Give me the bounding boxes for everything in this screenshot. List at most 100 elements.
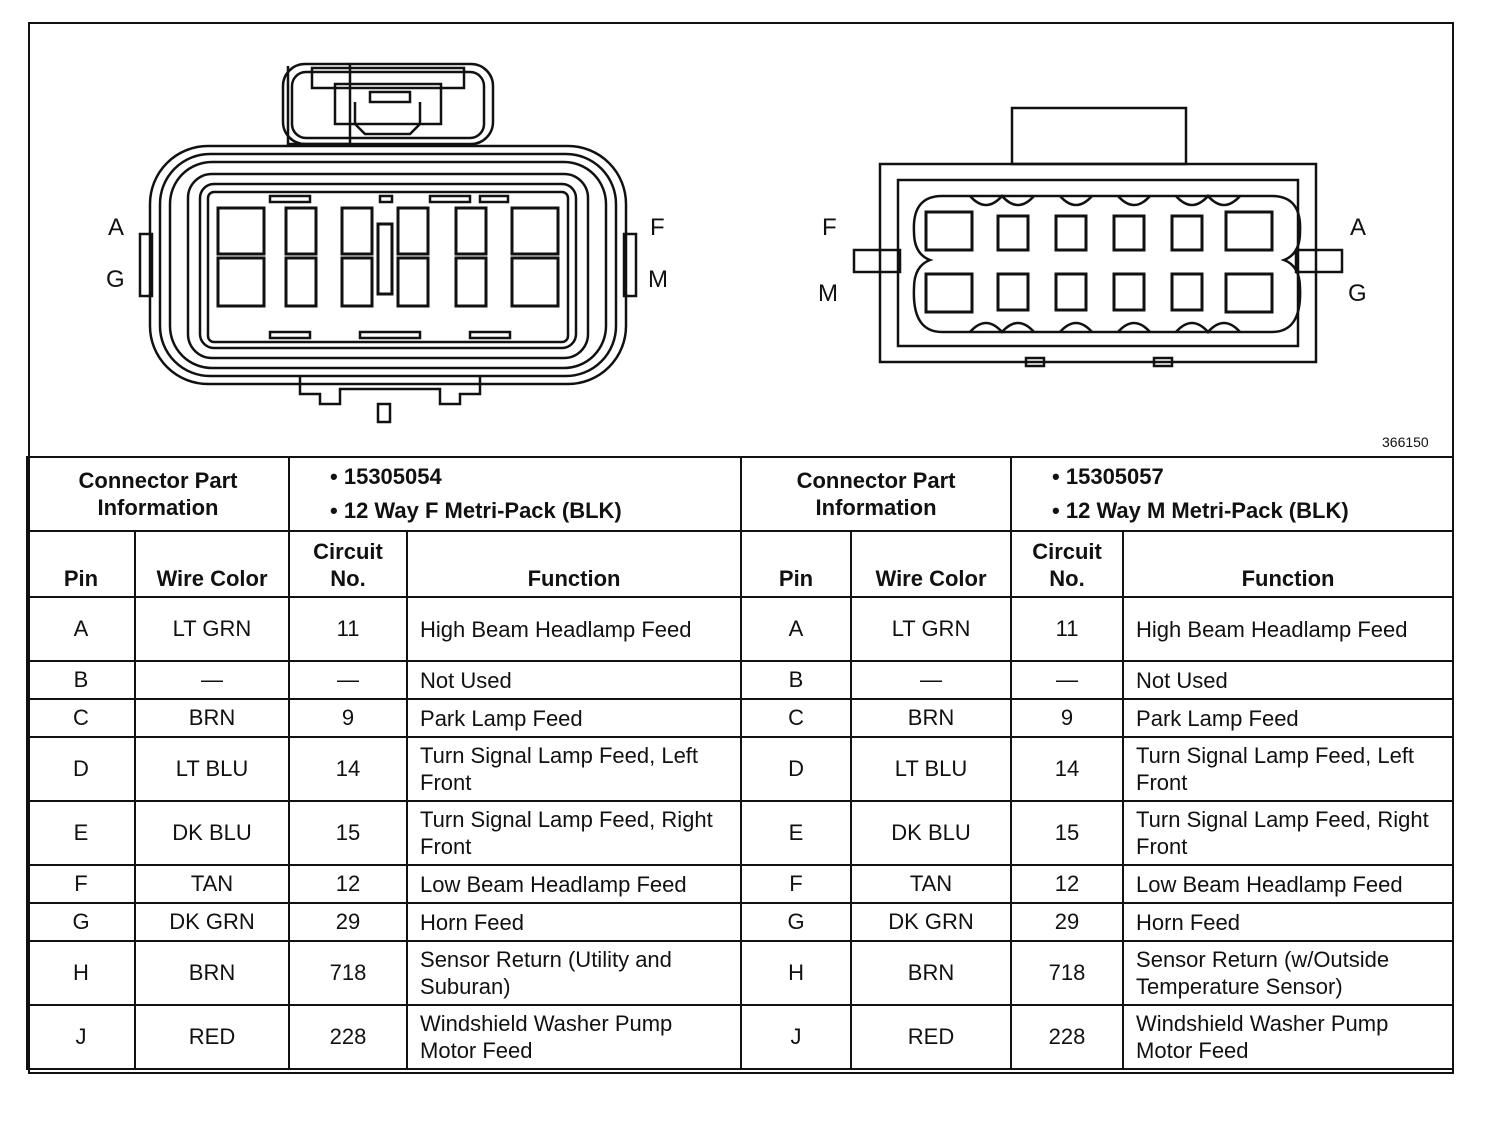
- right-function-cell: Sensor Return (w/Outside Temperature Sen…: [1122, 940, 1455, 1006]
- right-pin-cell: E: [740, 800, 853, 866]
- left-function-cell: Low Beam Headlamp Feed: [406, 864, 743, 904]
- right-pin-cell: B: [740, 660, 853, 700]
- right-circuit-cell: 15: [1010, 800, 1125, 866]
- left-function-cell: Park Lamp Feed: [406, 698, 743, 738]
- connector-drawings: [138, 62, 1344, 424]
- left-part-number: 15305054: [343, 464, 442, 489]
- right-function-cell: Turn Signal Lamp Feed, Right Front: [1122, 800, 1455, 866]
- right-circuit-cell: 228: [1010, 1004, 1125, 1070]
- left-circuit-cell: 15: [288, 800, 409, 866]
- right-wire-color-cell: LT GRN: [850, 596, 1013, 662]
- right-wire-color-cell: DK BLU: [850, 800, 1013, 866]
- left-wire-color-cell: —: [133, 660, 291, 700]
- left-pin-cell: E: [26, 800, 136, 866]
- right-connector-label-bottom-left: M: [818, 280, 838, 307]
- left-wire-color-cell: BRN: [133, 940, 291, 1006]
- right-pin-header: Pin: [740, 530, 853, 598]
- left-circuit-cell: 718: [288, 940, 409, 1006]
- left-pin-cell: C: [26, 698, 136, 738]
- right-circuit-cell: 12: [1010, 864, 1125, 904]
- right-pin-cell: H: [740, 940, 853, 1006]
- right-function-header: Function: [1122, 530, 1455, 598]
- left-wire-color-cell: DK BLU: [133, 800, 291, 866]
- left-connector-info-label: Connector Part Information: [25, 456, 291, 532]
- right-pin-cell: G: [740, 902, 853, 942]
- left-function-cell: Turn Signal Lamp Feed, Left Front: [406, 736, 743, 802]
- right-function-cell: Windshield Washer Pump Motor Feed: [1122, 1004, 1455, 1070]
- right-pin-cell: F: [740, 864, 853, 904]
- left-circuit-cell: 14: [288, 736, 409, 802]
- left-connector-label-top-left: A: [108, 214, 125, 241]
- right-part-number: 15305057: [1065, 464, 1164, 489]
- left-pin-cell: F: [26, 864, 136, 904]
- left-function-cell: Not Used: [406, 660, 743, 700]
- right-wire-color-cell: LT BLU: [850, 736, 1013, 802]
- left-circuit-header: Circuit No.: [288, 530, 409, 598]
- left-function-cell: Windshield Washer Pump Motor Feed: [406, 1004, 743, 1070]
- right-function-cell: Not Used: [1122, 660, 1455, 700]
- left-pin-cell: D: [26, 736, 136, 802]
- right-wire-color-cell: DK GRN: [850, 902, 1013, 942]
- left-wire-color-cell: LT BLU: [133, 736, 291, 802]
- left-circuit-cell: —: [288, 660, 409, 700]
- left-wire-color-cell: LT GRN: [133, 596, 291, 662]
- left-function-header: Function: [406, 530, 743, 598]
- column-header-row: Pin Wire Color Circuit No. Function Pin …: [26, 530, 1455, 598]
- right-circuit-cell: —: [1010, 660, 1125, 700]
- connector-info-row: Connector Part Information • 15305054 • …: [25, 456, 1455, 532]
- right-pin-cell: D: [740, 736, 853, 802]
- right-circuit-cell: 718: [1010, 940, 1125, 1006]
- left-pin-cell: B: [26, 660, 136, 700]
- right-circuit-cell: 14: [1010, 736, 1125, 802]
- right-pin-cell: J: [740, 1004, 853, 1070]
- right-wire-color-cell: BRN: [850, 940, 1013, 1006]
- right-connector-label-top-left: F: [822, 214, 837, 241]
- left-description-item: • 12 Way F Metri-Pack (BLK): [330, 498, 622, 523]
- right-function-cell: High Beam Headlamp Feed: [1122, 596, 1455, 662]
- left-circuit-cell: 11: [288, 596, 409, 662]
- left-function-cell: Turn Signal Lamp Feed, Right Front: [406, 800, 743, 866]
- right-description-item: • 12 Way M Metri-Pack (BLK): [1052, 498, 1349, 523]
- left-pin-cell: G: [26, 902, 136, 942]
- right-part-number-item: • 15305057: [1052, 464, 1164, 489]
- left-wire-color-cell: TAN: [133, 864, 291, 904]
- left-circuit-cell: 29: [288, 902, 409, 942]
- left-pin-cell: A: [26, 596, 136, 662]
- left-part-number-item: • 15305054: [330, 464, 442, 489]
- left-connector-description: 12 Way F Metri-Pack (BLK): [343, 498, 622, 523]
- left-wire-color-header: Wire Color: [133, 530, 291, 598]
- right-connector-label-top-right: A: [1350, 214, 1367, 241]
- male-connector-drawing: [852, 106, 1344, 368]
- right-circuit-cell: 11: [1010, 596, 1125, 662]
- right-wire-color-cell: BRN: [850, 698, 1013, 738]
- right-circuit-header: Circuit No.: [1010, 530, 1125, 598]
- left-function-cell: Sensor Return (Utility and Suburan): [406, 940, 743, 1006]
- right-connector-info-values: • 15305057 • 12 Way M Metri-Pack (BLK): [1010, 456, 1455, 532]
- right-circuit-cell: 9: [1010, 698, 1125, 738]
- left-connector-label-bottom-right: M: [648, 266, 668, 293]
- right-wire-color-cell: —: [850, 660, 1013, 700]
- left-circuit-cell: 228: [288, 1004, 409, 1070]
- left-circuit-cell: 12: [288, 864, 409, 904]
- left-pin-header: Pin: [26, 530, 136, 598]
- right-connector-description: 12 Way M Metri-Pack (BLK): [1065, 498, 1349, 523]
- right-wire-color-cell: TAN: [850, 864, 1013, 904]
- left-wire-color-cell: BRN: [133, 698, 291, 738]
- right-function-cell: Horn Feed: [1122, 902, 1455, 942]
- connector-diagram: A G F M F M A G 366150: [30, 24, 1452, 456]
- left-wire-color-cell: RED: [133, 1004, 291, 1070]
- right-function-cell: Park Lamp Feed: [1122, 698, 1455, 738]
- right-pin-cell: C: [740, 698, 853, 738]
- right-function-cell: Turn Signal Lamp Feed, Left Front: [1122, 736, 1455, 802]
- left-function-cell: Horn Feed: [406, 902, 743, 942]
- right-function-cell: Low Beam Headlamp Feed: [1122, 864, 1455, 904]
- right-circuit-cell: 29: [1010, 902, 1125, 942]
- left-pin-cell: H: [26, 940, 136, 1006]
